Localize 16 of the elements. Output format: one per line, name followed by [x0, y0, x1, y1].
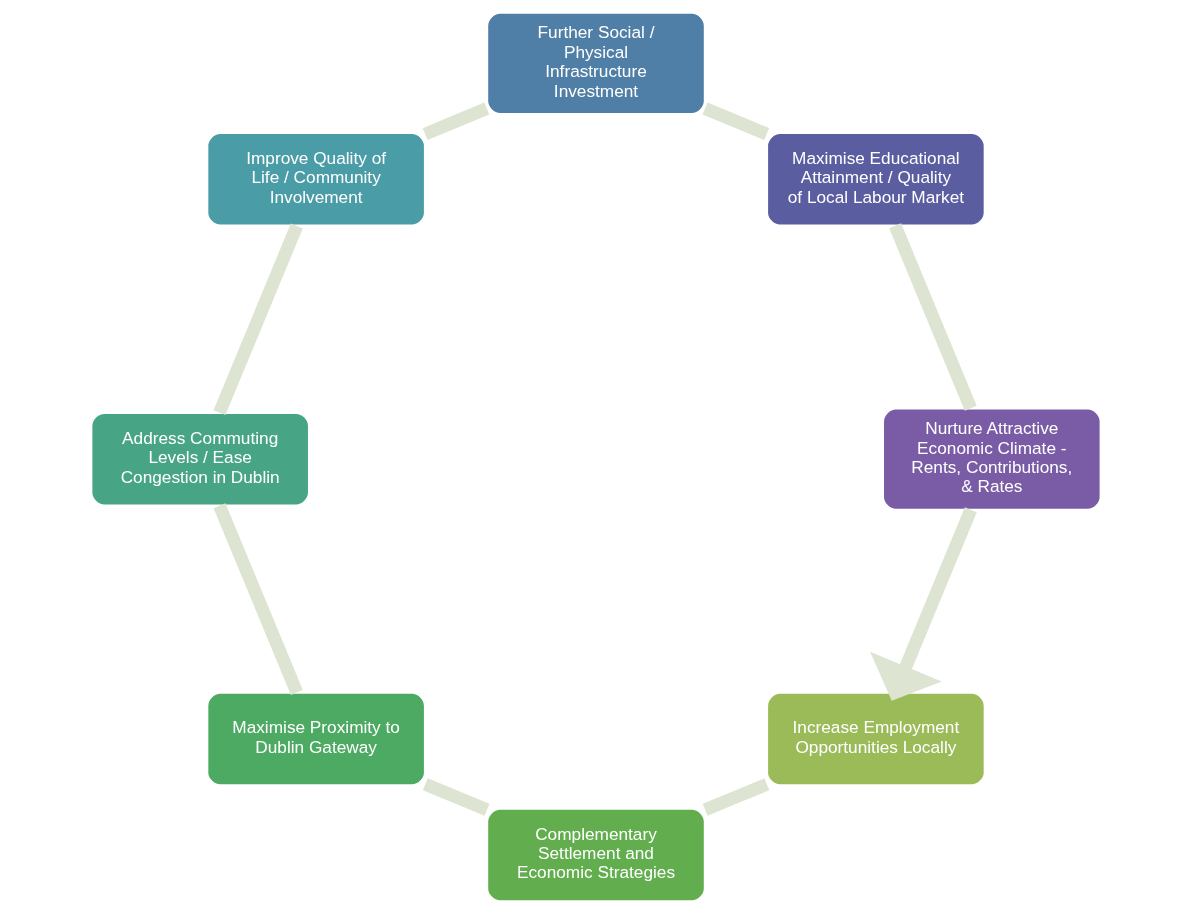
node-box: Increase Employment Opportunities Locally — [765, 691, 986, 787]
node-box: Nurture Attractive Economic Climate - Rents, Contributions, & Rates — [881, 407, 1102, 511]
connector — [422, 778, 490, 816]
connector — [422, 102, 490, 141]
node-box: Maximise Educational Attainment / Quality of Local Labour Market — [765, 131, 986, 227]
connector — [213, 223, 303, 416]
connector — [702, 102, 770, 140]
node-box: Maximise Proximity to Dublin Gateway — [206, 691, 427, 787]
node-box: Further Social / Physical Infrastructure Investment — [486, 11, 706, 116]
connector — [702, 778, 770, 816]
connector — [889, 223, 977, 411]
arrow — [870, 507, 977, 701]
node-box: Complementary Settlement and Economic Strategies — [486, 807, 706, 903]
node-box: Improve Quality of Life / Community Involvement — [206, 131, 427, 227]
connector — [213, 503, 303, 695]
node-box: Address Commuting Levels / Ease Congestion in Dublin — [90, 411, 311, 507]
